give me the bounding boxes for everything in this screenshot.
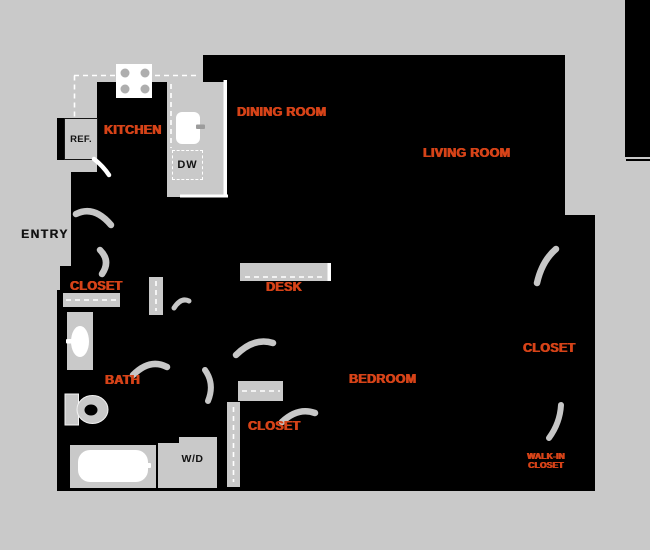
hall-door-swing — [232, 338, 277, 359]
washer-dryer-label: W/D — [181, 453, 204, 465]
burner-icon — [120, 84, 130, 94]
room-label-hall-closet: CLOSET — [248, 419, 301, 433]
room-label-coat-closet: CLOSET — [70, 279, 123, 293]
burner-icon — [140, 84, 150, 94]
entry-label: ENTRY — [21, 227, 69, 241]
washer-dryer: W/D — [158, 437, 217, 488]
wic-door-swing — [546, 402, 564, 441]
coat-closet-door-swing — [96, 246, 110, 278]
refrigerator: REF. — [64, 118, 98, 160]
closet-door-panel — [149, 277, 163, 315]
dishwasher-label: DW — [177, 159, 198, 171]
counter-edge-bottom — [180, 194, 228, 198]
burner-icon — [120, 68, 130, 78]
room-label-bath: BATH — [105, 373, 140, 387]
entry-door-swing — [72, 208, 115, 229]
bath-door-swing — [129, 360, 171, 379]
kitchen-door-swing — [91, 156, 112, 178]
toilet-bowl-center — [84, 404, 98, 416]
vanity-sink-icon — [71, 326, 89, 357]
closet-door-swing — [278, 408, 319, 426]
room-label-walk-in-closet: WALK-IN CLOSET — [527, 451, 565, 470]
room-label-dining: DINING ROOM — [237, 105, 327, 119]
kitchen-counter-below-ref — [57, 160, 97, 172]
kitchen-counter-left — [57, 55, 97, 118]
tub-faucet-icon — [142, 463, 151, 468]
adjacent-structure — [625, 0, 650, 157]
pantry-door-swing — [171, 297, 192, 311]
room-label-bedroom: BEDROOM — [349, 372, 417, 386]
room-label-desk: DESK — [266, 280, 302, 294]
refrigerator-label: REF. — [70, 133, 92, 145]
bathtub-icon — [78, 450, 148, 482]
bedroom-door-swing — [533, 245, 560, 287]
room-label-living: LIVING ROOM — [423, 146, 511, 160]
counter-edge-right — [223, 80, 227, 197]
dishwasher: DW — [172, 150, 203, 180]
room-label-linen-closet: CLOSET — [523, 341, 576, 355]
vanity-faucet-icon — [66, 339, 75, 344]
bath-door-swing-2 — [202, 367, 214, 404]
coat-closet-shelf — [63, 293, 120, 307]
adjacent-structure-line — [626, 159, 650, 161]
room-label-kitchen: KITCHEN — [104, 123, 162, 137]
sink-faucet-icon — [196, 124, 205, 129]
burner-icon — [140, 68, 150, 78]
toilet-tank-icon — [64, 393, 79, 426]
desk-edge — [327, 263, 331, 281]
